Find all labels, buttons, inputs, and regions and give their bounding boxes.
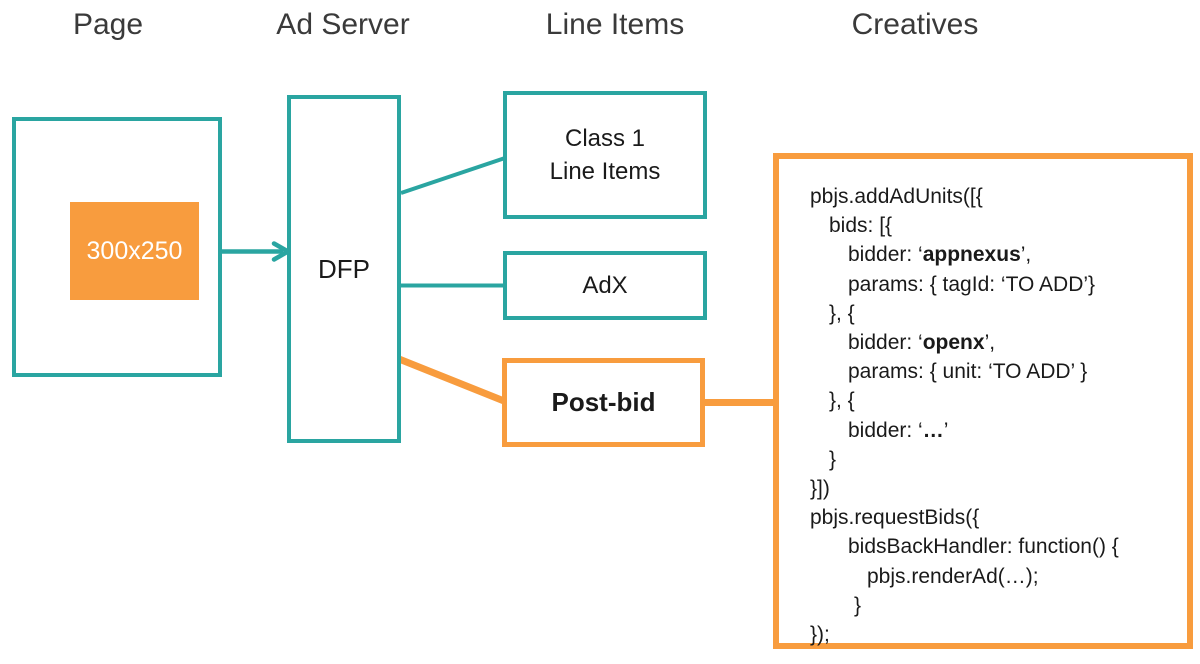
code-line: pbjs.addAdUnits([{	[810, 185, 983, 208]
code-line: bidder: ‘appnexus’,	[848, 243, 1032, 267]
code-lines: pbjs.addAdUnits([{ bids: [{ bidder: ‘appne…	[810, 182, 1177, 649]
column-header-page: Page	[72, 8, 144, 41]
class1-line-items-box: Class 1 Line Items	[503, 91, 707, 219]
code-line: params: { unit: ‘TO ADD’ }	[848, 360, 1088, 384]
adx-box: AdX	[503, 251, 707, 320]
code-line: }, {	[829, 389, 855, 413]
line-dfp-to-postbid	[397, 355, 506, 405]
code-line: bidsBackHandler: function() {	[848, 535, 1119, 559]
ad-slot-label: 300x250	[86, 236, 183, 265]
dfp-box: DFP	[287, 95, 401, 443]
code-line: bidder: ‘openx’,	[848, 331, 996, 355]
code-line: }, {	[829, 301, 855, 325]
code-line: }	[854, 593, 862, 617]
postbid-label: Post-bid	[551, 387, 656, 417]
code-line: bids: [{	[829, 214, 893, 238]
code-line: }	[829, 447, 837, 471]
code-line: }])	[810, 477, 830, 501]
creatives-code-panel: pbjs.addAdUnits([{ bids: [{ bidder: ‘appne…	[773, 153, 1193, 649]
adx-label: AdX	[582, 271, 628, 299]
code-line: });	[810, 623, 830, 647]
postbid-box: Post-bid	[502, 358, 705, 447]
column-header-ad-server: Ad Server	[276, 8, 410, 41]
class1-label-line1: Class 1	[564, 125, 646, 152]
class1-label-line2: Line Items	[549, 158, 661, 185]
line-dfp-to-class1	[400, 156, 506, 195]
code-line: bidder: ‘…’	[848, 418, 949, 442]
code-line: params: { tagId: ‘TO ADD’}	[848, 272, 1096, 296]
code-line: pbjs.requestBids({	[810, 506, 980, 530]
column-header-creatives: Creatives	[851, 8, 979, 41]
dfp-label: DFP	[318, 253, 370, 284]
ad-slot-box: 300x250	[70, 202, 199, 300]
column-header-line-items: Line Items	[545, 8, 685, 41]
code-line: pbjs.renderAd(…);	[867, 564, 1039, 588]
